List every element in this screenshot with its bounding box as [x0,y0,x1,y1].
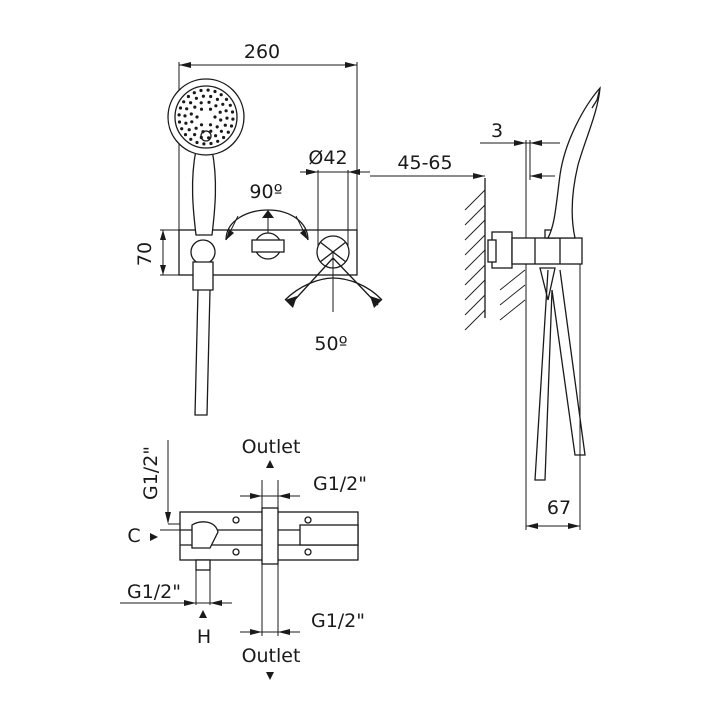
hatch-line [499,269,526,291]
thermostat-handle: 90º [225,181,309,260]
nozzle-dot [202,142,206,146]
nozzle-dot [231,117,235,121]
hatch-line [464,294,486,316]
hatch-line [464,264,486,286]
nozzle-dot [206,88,210,92]
diverter-knob: Ø42 50º [284,147,383,355]
nozzle-dot [199,88,203,93]
nozzle-dot [226,130,230,134]
nozzle-dot [194,126,198,130]
nozzle-dot [207,100,211,104]
nozzle-dot [216,139,220,143]
nozzle-dot [214,134,218,138]
nozzle-dot [193,133,197,137]
thread-top: G1/2" [313,473,367,495]
dim-width-260: 260 [244,41,280,63]
outlet-bottom-label: Outlet [242,645,301,667]
nozzle-dot [195,140,199,145]
nozzle-dot [209,129,213,133]
nozzle-dot [178,106,183,110]
nozzle-dot [184,121,188,125]
angle-50: 50º [314,333,347,355]
nozzle-dot [193,105,197,109]
nozzle-dot [219,129,223,133]
hatch-line [499,284,526,306]
nozzle-dot [213,115,217,119]
hatch-line [499,299,526,321]
dim-wall-45-65: 45-65 [397,152,452,174]
nozzle-dot [208,107,213,111]
nozzle-dot [201,94,205,98]
nozzle-dot [177,120,182,124]
nozzle-dot [189,137,193,141]
nozzle-dot [186,94,190,99]
nozzle-dot [199,123,204,127]
hatch-line [464,204,486,226]
dim-depth-67: 67 [547,497,571,519]
hatch-line [464,249,486,271]
nozzle-dot [185,107,189,111]
hatch-line [464,279,486,301]
nozzle-dot [209,141,213,146]
nozzle-dot [224,97,229,101]
nozzle-dot [229,124,234,128]
nozzle-dot [224,109,228,113]
nozzle-dot [183,114,187,118]
hatch-line [464,219,486,241]
nozzle-dot [208,123,213,127]
wall-hatch [464,189,526,331]
nozzle-dot [221,102,225,106]
nozzle-dot [192,91,196,95]
dim-diameter-42: Ø42 [308,147,347,169]
nozzle-dot [225,116,229,120]
nozzle-dot [180,127,184,131]
label-h: H [197,626,211,648]
nozzle-dot [213,89,217,94]
label-c: C [127,525,140,547]
hand-shower-front [167,78,245,416]
nozzle-dot [215,125,219,129]
nozzle-dot [222,135,226,140]
nozzle-dot [183,133,188,137]
nozzle-dot [219,118,223,122]
hatch-line [464,189,486,211]
nozzle-dot [187,128,191,132]
dim-height-70: 70 [134,242,156,266]
nozzle-dot [215,97,219,101]
nozzle-dot [228,103,232,107]
nozzle-dot [219,93,223,97]
nozzle-dot [207,136,211,140]
bottom-view: G1/2" C Outlet G1/2" G1/2" H [120,436,367,680]
thread-bottom: G1/2" [311,610,365,632]
nozzle-dot [189,101,193,105]
nozzle-dot [194,96,198,100]
hand-shower-side [546,86,601,239]
nozzle-dot [218,110,222,114]
nozzle-dot [189,112,193,116]
nozzle-dot [223,123,227,127]
front-view: 260 70 [134,41,383,416]
nozzle-dot [214,104,218,108]
nozzle-dot [199,101,203,105]
nozzle-dot [177,113,181,117]
dim-offset-3: 3 [491,120,503,142]
outlet-top-label: Outlet [242,436,301,458]
nozzle-dot [195,115,199,119]
nozzle-dot [182,100,186,104]
side-view: 3 45-65 67 [370,86,601,530]
nozzle-dot [230,110,235,114]
nozzle-dot [209,94,213,99]
nozzle-dot [199,107,204,111]
angle-90: 90º [249,181,282,203]
thread-left-top: G1/2" [140,446,162,500]
hatch-line [464,234,486,256]
hatch-line [464,309,486,331]
nozzle-dot [190,120,194,124]
thread-left-bottom: G1/2" [127,581,181,603]
